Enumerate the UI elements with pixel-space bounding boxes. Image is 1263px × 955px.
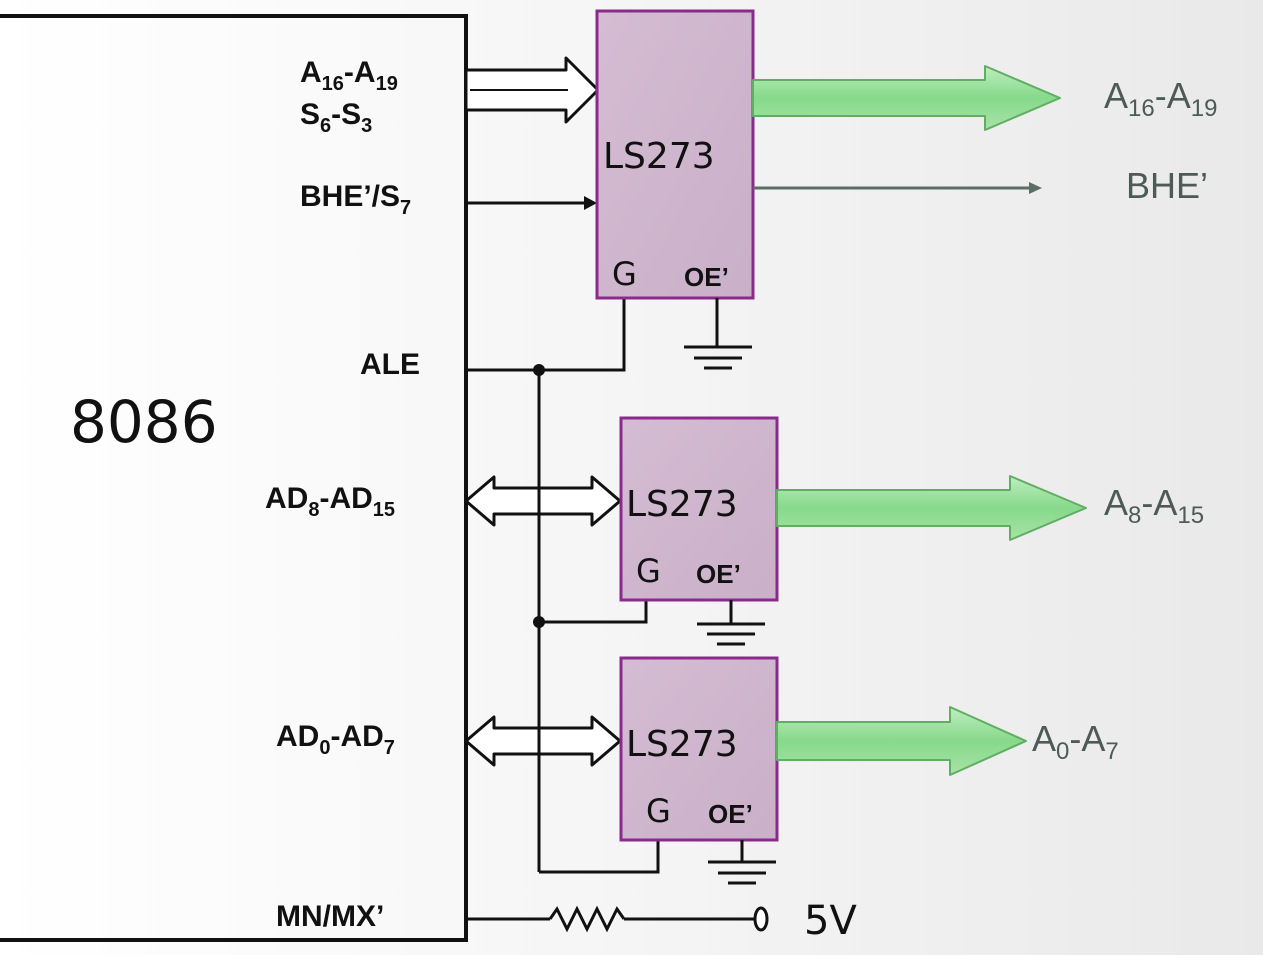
latch-middle: LS273 G OE’ (619, 416, 779, 646)
cpu-label: 8086 (70, 388, 218, 456)
output-arrow-a0-a7 (776, 706, 1027, 776)
output-arrow-a8-a15 (776, 475, 1087, 541)
cpu-block (0, 14, 468, 942)
resistor-symbol (548, 905, 626, 933)
latch-oe-pin: OE’ (684, 262, 729, 292)
bhe-output-arrowhead (1029, 182, 1042, 194)
latch-g-pin: G (612, 255, 637, 293)
latch-part-label: LS273 (626, 484, 738, 525)
bus-arrow-ad8-ad15 (464, 475, 622, 527)
output-arrow-a16-a19 (752, 65, 1061, 131)
bus-arrow-ad0-ad7 (464, 715, 622, 767)
latch-g-pin: G (636, 552, 661, 590)
latch-oe-pin: OE’ (708, 799, 753, 829)
latch-part-label: LS273 (626, 724, 738, 765)
latch-oe-pin: OE’ (696, 559, 741, 589)
output-label-bhe: BHE’ (1126, 165, 1208, 206)
vcc-terminal (753, 906, 769, 932)
pin-label-a16-a19: A16-A19 (300, 56, 398, 95)
pin-label-bhe-s7: BHE’/S7 (300, 180, 411, 219)
ground-icon (684, 298, 752, 370)
output-label-a16-a19: A16-A19 (1104, 75, 1217, 122)
junction-dot (533, 616, 545, 628)
output-label-a0-a7: A0-A7 (1032, 718, 1119, 765)
latch-body (619, 656, 779, 842)
junction-dot (533, 364, 545, 376)
output-label-a8-a15: A8-A15 (1104, 482, 1204, 529)
pin-label-mn-mx: MN/MX’ (276, 900, 384, 933)
pin-label-ad8-ad15: AD8-AD15 (265, 482, 395, 521)
vcc-label: 5V (804, 898, 857, 944)
latch-body (595, 9, 755, 300)
latch-bottom: LS273 G OE’ (619, 656, 779, 885)
pin-label-s6-s3: S6-S3 (300, 98, 372, 137)
latch-body (619, 416, 779, 602)
ground-icon (708, 840, 776, 885)
pin-label-ad0-ad7: AD0-AD7 (276, 720, 395, 759)
latch-g-pin: G (646, 792, 671, 830)
mn-mx-wiring (466, 905, 754, 933)
bhe-input-arrowhead (584, 196, 597, 210)
latch-part-label: LS273 (603, 136, 715, 177)
ground-icon (697, 600, 765, 646)
latch-top: LS273 G OE’ (595, 9, 755, 370)
pin-label-ale: ALE (360, 348, 420, 381)
